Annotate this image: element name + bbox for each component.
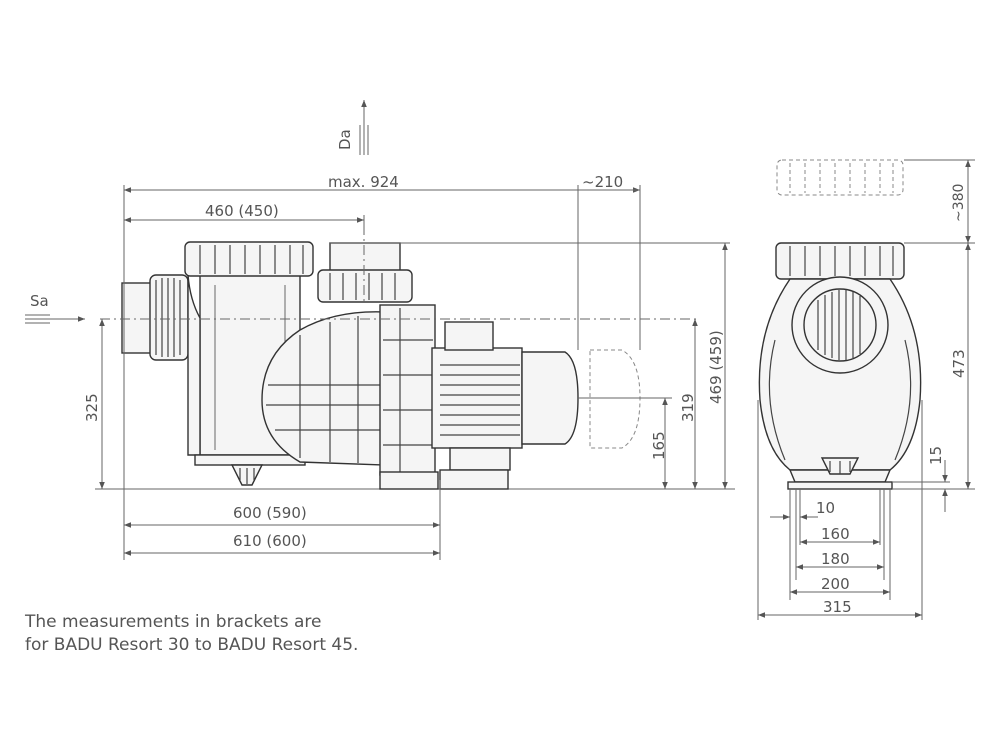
front-suction-opening bbox=[791, 276, 889, 374]
dim-suction-to-discharge: 460 (450) bbox=[205, 202, 279, 220]
dim-motor-foot-height: 165 bbox=[650, 431, 668, 460]
lid-removed-outline bbox=[776, 159, 904, 196]
dim-width-180: 180 bbox=[821, 550, 850, 568]
dim-shaft-height: 319 bbox=[679, 393, 697, 422]
front-lid bbox=[775, 242, 905, 280]
dim-side-height: 473 bbox=[950, 349, 968, 378]
pump-volute bbox=[261, 304, 439, 490]
note-line-2: for BADU Resort 30 to BADU Resort 45. bbox=[25, 635, 359, 655]
dim-motor-clearance: ~210 bbox=[582, 173, 623, 191]
side-view: Da Sa max. 924 ~210 460 (450) 325 600 (5… bbox=[25, 100, 735, 560]
dim-width-315: 315 bbox=[823, 598, 852, 616]
dim-total-height: 469 (459) bbox=[707, 330, 725, 404]
motor bbox=[431, 321, 641, 490]
note-line-1: The measurements in brackets are bbox=[25, 612, 322, 632]
front-foot bbox=[787, 457, 893, 490]
dim-foot-thickness: 15 bbox=[927, 446, 945, 465]
suction-label: Sa bbox=[30, 292, 49, 310]
dim-width-10: 10 bbox=[816, 499, 835, 517]
front-view: ~380 473 15 10 160 180 200 315 bbox=[757, 159, 975, 620]
dim-max-length: max. 924 bbox=[328, 173, 399, 191]
dim-lid-removal: ~380 bbox=[951, 184, 967, 222]
suction-flow-arrow: Sa bbox=[25, 292, 85, 324]
dim-suction-height: 325 bbox=[83, 393, 101, 422]
discharge-label: Da bbox=[336, 129, 354, 150]
discharge-flow-arrow: Da bbox=[336, 100, 369, 155]
dim-width-200: 200 bbox=[821, 575, 850, 593]
dim-width-160: 160 bbox=[821, 525, 850, 543]
discharge-outlet bbox=[317, 242, 413, 303]
suction-inlet bbox=[121, 274, 189, 361]
dim-total-base-length: 610 (600) bbox=[233, 532, 307, 550]
bracket-note: The measurements in brackets are for BAD… bbox=[25, 611, 358, 657]
dim-base-length: 600 (590) bbox=[233, 504, 307, 522]
